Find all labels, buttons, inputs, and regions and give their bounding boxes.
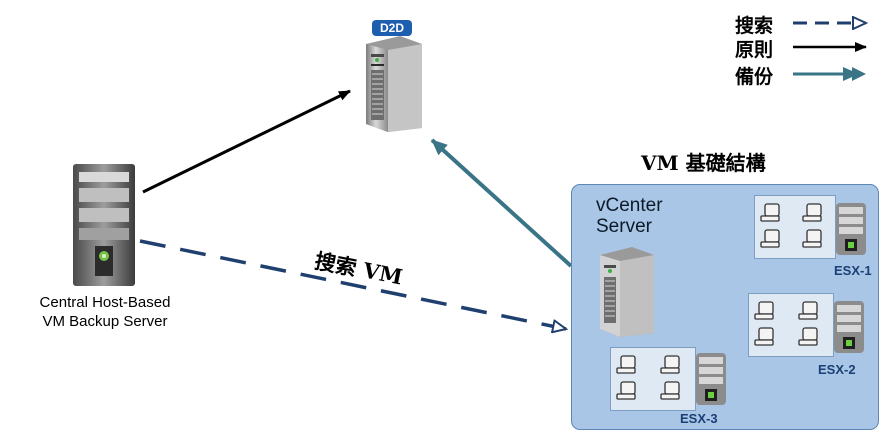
- d2d-badge: D2D: [372, 20, 412, 36]
- vm-workstation-icon: [760, 203, 822, 248]
- esx3-vm-panel: [610, 347, 696, 411]
- vm-workstation-icon: [616, 355, 680, 400]
- esx2-host-icon: [834, 301, 864, 353]
- legend-search-label: 搜索: [735, 15, 774, 37]
- esx2-vm-panel: [748, 293, 834, 357]
- search-arrow: [139, 239, 566, 329]
- esx1-label: ESX-1: [834, 263, 872, 278]
- vm-workstation-icon: [754, 301, 818, 346]
- esx1-host-icon: [836, 203, 866, 255]
- infrastructure-title: VM 基礎結構: [641, 151, 766, 175]
- esx3-host-icon: [696, 353, 726, 405]
- vcenter-server-icon: [600, 247, 654, 337]
- legend-backup-arrow2: [852, 67, 866, 81]
- backup-server-caption-line2: VM Backup Server: [42, 313, 168, 330]
- esx2-label: ESX-2: [818, 362, 856, 377]
- esx1-vm-panel: [754, 195, 836, 259]
- vcenter-label-line1: vCenter: [596, 195, 663, 216]
- server-tower-icon: [73, 164, 135, 286]
- legend-backup-label: 備份: [735, 66, 774, 88]
- policy-arrow: [142, 89, 351, 194]
- infrastructure-panel: vCenter Server: [571, 184, 879, 430]
- storage-server-icon: [366, 36, 422, 132]
- esx3-label: ESX-3: [680, 411, 718, 426]
- backup-server-caption-line1: Central Host-Based: [39, 294, 171, 311]
- legend-policy-label: 原則: [735, 39, 774, 61]
- vcenter-label-line2: Server: [596, 216, 652, 237]
- backup-arrow: [430, 138, 573, 268]
